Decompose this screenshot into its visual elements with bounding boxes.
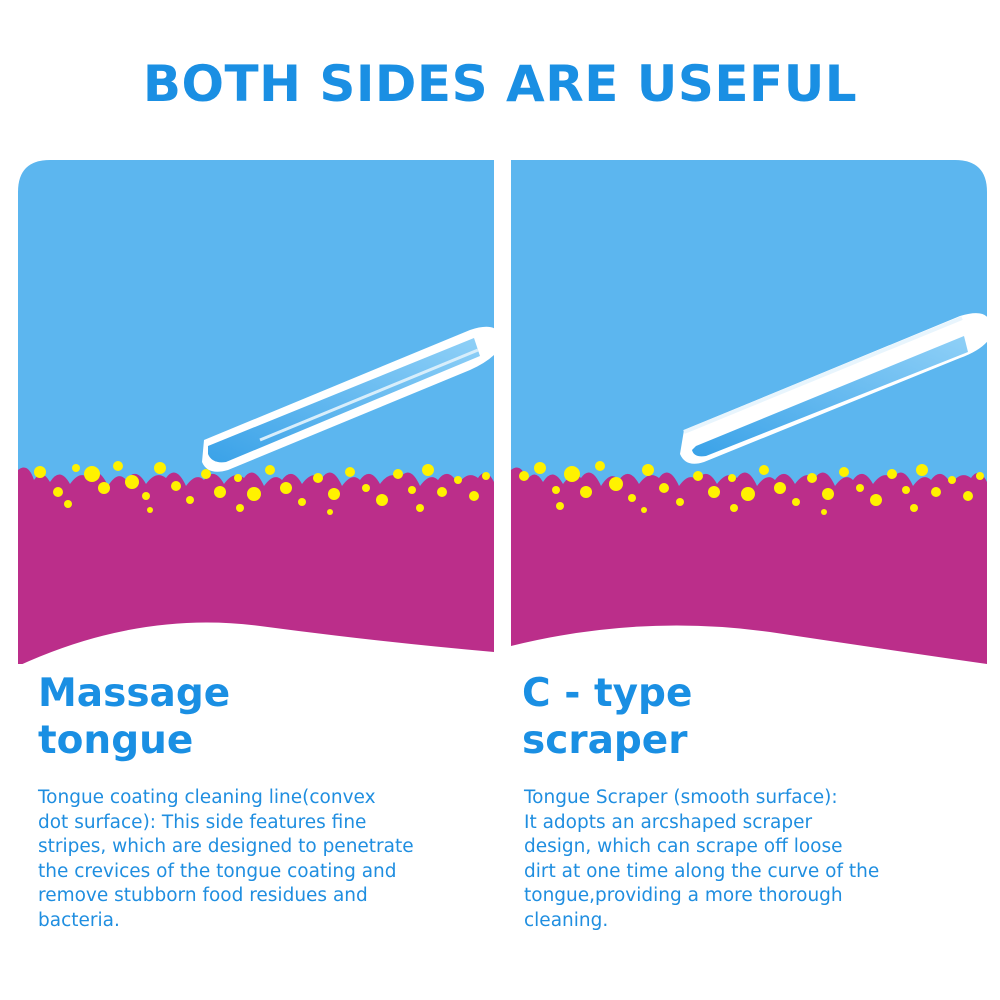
c-type-scraper-description: Tongue Scraper (smooth surface): It adop… [524,787,880,931]
c-type-scraper-title: C - type scraper [522,671,693,763]
left-panel-wave [18,622,494,700]
left-tongue-surface [18,467,494,664]
massage-tongue-title: Massage tongue [38,671,231,763]
massage-tongue-description: Tongue coating cleaning line(convex dot … [38,787,414,931]
headline: BOTH SIDES ARE USEFUL [142,55,858,113]
right-food-residue [519,461,984,515]
left-food-residue [34,461,490,515]
right-panel-illustration [511,160,987,664]
right-tongue-surface [511,467,987,664]
right-panel-wave [511,625,987,700]
massage-side-brush [202,326,494,472]
scraper-side-brush [680,313,987,464]
left-panel-illustration [18,160,494,664]
